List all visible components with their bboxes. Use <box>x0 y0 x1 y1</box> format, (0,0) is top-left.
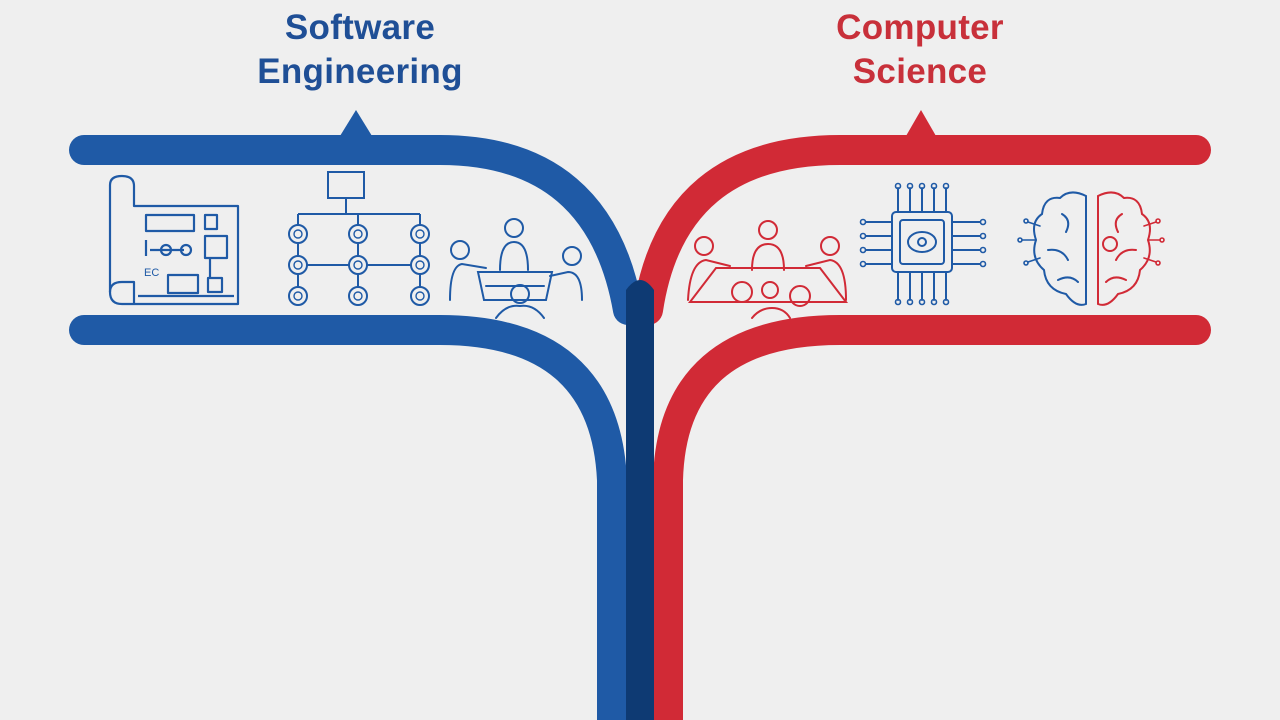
computer-science-title-line1: Computer <box>836 8 1004 47</box>
software-engineering-title: Software Engineering <box>180 6 540 94</box>
software-engineering-title-line2: Engineering <box>257 52 463 91</box>
architecture-diagram-icon <box>288 171 430 306</box>
computer-science-upper-rail <box>633 135 1211 325</box>
computer-science-title: Computer Science <box>740 6 1100 94</box>
team-collaboration-icon <box>449 218 583 319</box>
software-engineering-upper-rail <box>69 135 643 325</box>
shared-trunk <box>626 280 654 720</box>
blueprint-icon: EC <box>108 174 240 306</box>
computer-science-lower-rail <box>653 315 1211 720</box>
software-engineering-title-line1: Software <box>284 8 436 47</box>
research-group-icon <box>687 220 849 319</box>
blueprint-label: EC <box>144 267 159 279</box>
computer-science-branch <box>633 110 1211 720</box>
computer-science-title-line2: Science <box>852 52 988 91</box>
processor-chip-icon <box>859 182 987 306</box>
software-engineering-lower-rail <box>69 315 627 720</box>
brain-circuit-icon <box>1017 191 1165 306</box>
software-engineering-branch <box>69 110 643 720</box>
computer-science-pointer <box>906 110 936 136</box>
software-engineering-pointer <box>340 110 372 136</box>
